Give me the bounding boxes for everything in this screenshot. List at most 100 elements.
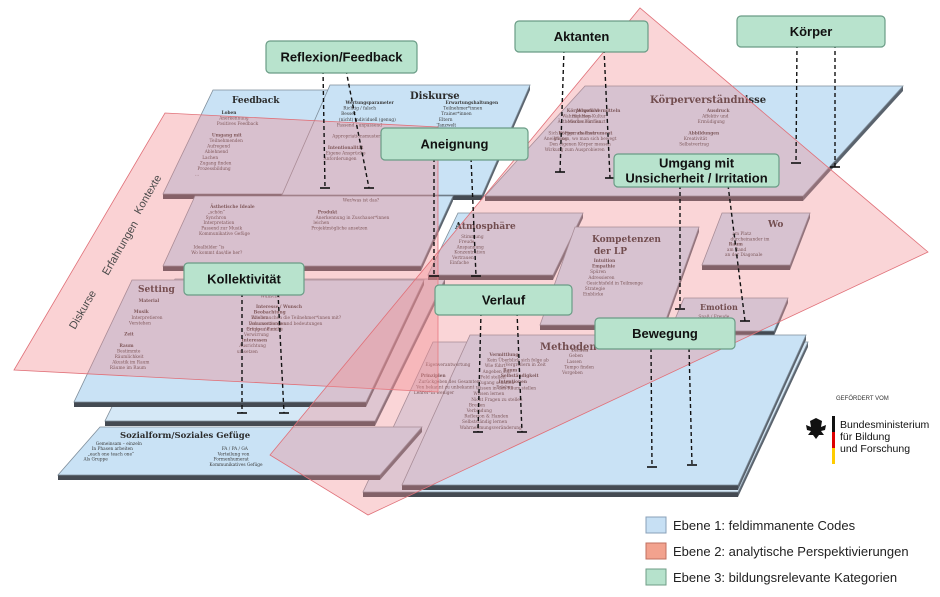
- tile-line-diskurse: Passend / unpassend: [337, 123, 382, 128]
- category-label-umgang-unsicherheit: Unsicherheit / Irritation: [625, 171, 767, 186]
- tile-line-koerper: Aneignung: [543, 137, 568, 142]
- tile-line-diskurse: Appropriationsmuster: [331, 135, 381, 140]
- funder-name: und Forschung: [840, 443, 910, 455]
- tile-line-setting: Wünsche: [261, 295, 281, 300]
- tile-line-feedback: Anerkennung: [218, 117, 249, 122]
- tile-line-koerper: Wirkung zum Ausprobieren: [545, 148, 605, 153]
- tile-line-setting: Verwirrung: [243, 333, 269, 338]
- tile-line-feedback: Loben: [222, 111, 238, 116]
- tile-line-feedback: Prozessbildung: [197, 167, 231, 172]
- tile-line-sozialform: Verteilung von: [217, 452, 250, 457]
- tile-line-methoden: Zugang schaffen: [478, 381, 514, 386]
- tile-line-diskurse: Erwartungshaltungen: [446, 101, 499, 106]
- tile-line-methoden: Wissen in den Raum stellen: [476, 387, 537, 392]
- tile-line-kompetenzen: Einblicke: [583, 293, 604, 298]
- connector-lines: [237, 43, 840, 468]
- tile-line-setting: Akustik im Raum: [111, 361, 149, 366]
- tile-line-koerper: Hip-Hop-Kultur: [572, 115, 607, 120]
- tile-line-aesthetische: leichen: [313, 221, 329, 226]
- tile-line-sozialform: Als Gruppe: [83, 458, 109, 463]
- category-label-koerper: Körper: [790, 24, 833, 39]
- tile-line-setting: Verstehen: [128, 321, 151, 326]
- tile-line-setting: Musik: [134, 310, 150, 315]
- tile-line-setting: Räume im Raum: [110, 366, 146, 371]
- tile-line-feedback: Zugang finden: [200, 161, 232, 166]
- legend-label-3: Ebene 3: bildungsrelevante Kategorien: [673, 570, 897, 585]
- tile-line-wo: durcheinander im: [731, 237, 770, 242]
- tile-atmosphaere-edge: [428, 275, 553, 280]
- tile-line-setting: Interessen: [242, 339, 268, 344]
- tile-line-sozialform: FA / PA / GA: [222, 447, 249, 452]
- tile-line-wo: Raum: [729, 243, 744, 248]
- tile-methoden-side: [738, 335, 806, 490]
- tile-line-koerper: Körper als Instrument: [558, 131, 612, 136]
- tile-line-diskurse: Besser: [341, 112, 357, 117]
- category-label-kollektivitaet: Kollektivität: [207, 272, 281, 287]
- tile-line-diskurse: (nicht) individuell (genug): [339, 118, 396, 123]
- tile-line-methoden: Breiten: [469, 403, 485, 408]
- tile-aesthetische: [162, 195, 454, 267]
- tile-setting: [73, 279, 425, 403]
- tile-line-methoden: Selbstständig lernen: [462, 420, 507, 425]
- tile-line-methoden: Vorgeben: [561, 371, 583, 376]
- tile-title-wo: Wo: [767, 220, 783, 230]
- tile-line-methoden: Vermittlung: [488, 353, 518, 358]
- tile-line-aesthetische: Synchron: [206, 216, 227, 221]
- tile-line-methoden: Zurückgeben des Gesamten: [419, 380, 480, 385]
- tile-line-sozialform: Formenhumerat: [214, 458, 250, 463]
- connector-line: [345, 69, 370, 189]
- tile-base-1-edge: [105, 421, 375, 426]
- connector-line: [688, 347, 693, 466]
- tile-line-methoden: Erleben: [496, 385, 513, 390]
- tile-title-methoden: Methoden: [540, 342, 597, 353]
- tile-line-diskurse: Trainer*innen: [441, 112, 472, 117]
- funder-caption: GEFÖRDERT VOM: [836, 395, 889, 402]
- tile-line-koerper: Ästhetische Formen: [557, 119, 602, 125]
- tile-emotion-side: [774, 298, 788, 336]
- tile-line-methoden: Lernen: [571, 349, 589, 354]
- tile-line-methoden: Eigenverantwortung: [425, 363, 470, 368]
- tile-line-aesthetische: Projektmögliche ansetzen: [311, 227, 368, 232]
- tile-line-setting: Erfolg und nicht: [246, 327, 282, 332]
- tile-aesthetische-side: [421, 196, 453, 271]
- tile-line-koerper: Ausdruck: [706, 109, 731, 114]
- connector-line: [470, 157, 477, 277]
- funder-name: Bundesministerium: [840, 419, 930, 431]
- tile-wo-edge: [702, 265, 790, 270]
- category-label-bewegung: Bewegung: [632, 326, 698, 341]
- category-verlauf: [434, 284, 573, 316]
- tile-line-aesthetische: Wo kommt das/die her?: [191, 251, 243, 256]
- tile-wo: [701, 212, 811, 266]
- tile-sozialform-side: [380, 427, 422, 480]
- tile-line-methoden: Feld stellen: [480, 375, 506, 380]
- category-aneignung: [380, 127, 529, 161]
- connector-line: [477, 311, 482, 433]
- tile-line-feedback: Lachen: [202, 156, 218, 161]
- tile-line-sozialform: „each one teach one“: [88, 452, 135, 457]
- tile-title-kompetenzen: der LP: [594, 247, 627, 257]
- legend-label-2: Ebene 2: analytische Perspektivierungen: [673, 544, 909, 559]
- legend-swatch-2: [645, 542, 667, 560]
- tile-title-atmosphaere: Atmosphäre: [454, 221, 516, 232]
- tile-line-koerper: Wahrnehmen: [562, 115, 591, 120]
- tile-line-setting: Material: [139, 299, 160, 304]
- tile-line-setting: umsetzen: [237, 350, 258, 355]
- category-label-verlauf: Verlauf: [482, 293, 526, 308]
- tile-line-atmosphaere: Freude: [459, 240, 475, 245]
- eagle-icon: [806, 416, 835, 464]
- tile-kompetenzen-side: [664, 227, 699, 330]
- tile-base-2-side: [738, 342, 808, 497]
- funder-name: für Bildung: [840, 431, 890, 443]
- tile-line-setting: Zeit: [124, 333, 134, 338]
- tile-line-setting: Räumlichkeit: [115, 355, 144, 360]
- tile-line-setting: Gruppe / Familie: [246, 327, 283, 332]
- tile-line-koerper: Sich in Figur machen: [548, 131, 595, 136]
- tile-line-feedback: Positives Feedback: [217, 122, 259, 127]
- tile-line-koerper: Wissen, wo man sich bewegt: [554, 137, 617, 142]
- tile-line-setting: Was brauchen die Teilnehmer*innen mit?: [251, 316, 342, 321]
- tile-line-feedback: Ablehnend: [204, 150, 229, 155]
- tile-title-sozialform: Sozialform/Soziales Gefüge: [120, 430, 251, 441]
